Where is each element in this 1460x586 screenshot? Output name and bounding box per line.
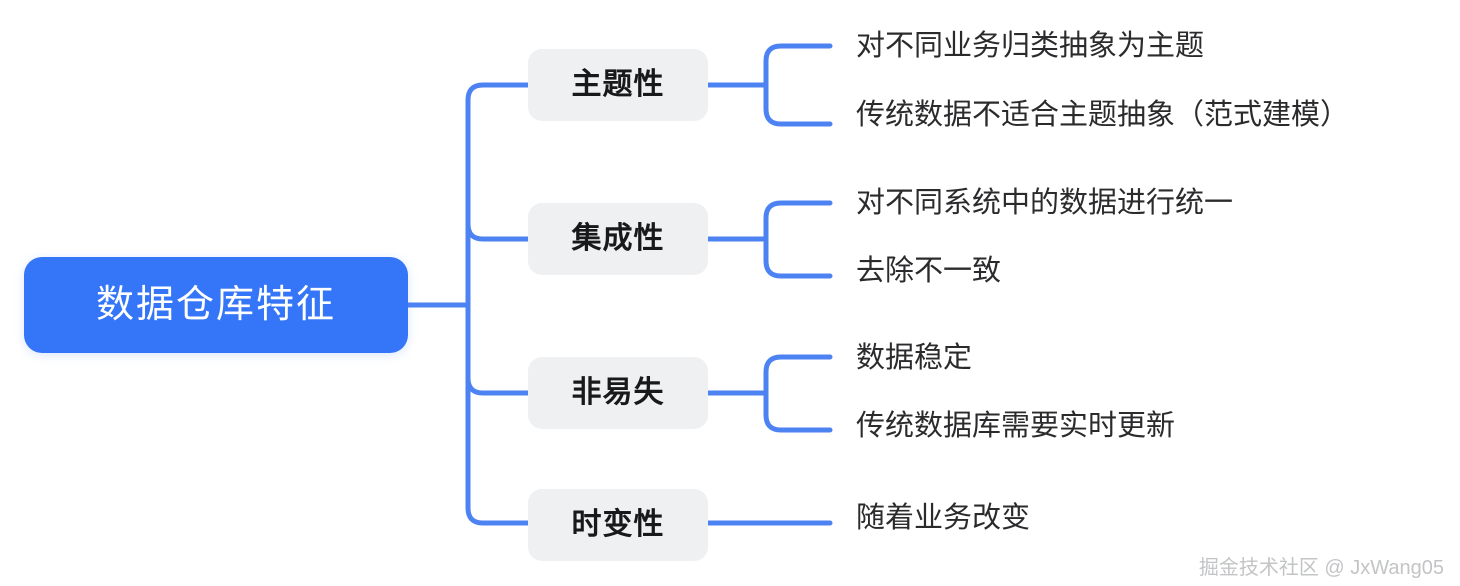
branch-node-3-label: 非易失 (571, 376, 665, 409)
connector-trunk-to-branch-2 (465, 221, 531, 242)
connector-trunk-to-branch-1 (465, 82, 531, 103)
branch-node-4[interactable]: 时变性 (528, 489, 708, 561)
leaf-node-3-1: 数据稳定 (856, 342, 973, 374)
leaf-node-1-2: 传统数据不适合主题抽象（范式建模） (856, 99, 1350, 131)
connector-branch-2-leaf-1 (763, 200, 833, 279)
connector-branch-1-leaf-1 (763, 43, 833, 127)
connector-trunk-to-branch-3 (465, 375, 531, 396)
watermark: 掘金技术社区 @ JxWang05 (1198, 557, 1444, 579)
leaf-node-2-1: 对不同系统中的数据进行统一 (856, 187, 1234, 219)
connector-trunk-to-branch-4 (465, 505, 531, 526)
root-node-label: 数据仓库特征 (95, 284, 336, 326)
connector-branch-3-leaf-1 (763, 354, 833, 433)
leaf-node-2-2: 去除不一致 (856, 255, 1002, 287)
leaf-node-3-2: 传统数据库需要实时更新 (856, 410, 1176, 442)
leaf-node-4-1: 随着业务改变 (856, 502, 1031, 534)
branch-node-1[interactable]: 主题性 (528, 49, 708, 121)
branch-node-2[interactable]: 集成性 (528, 203, 708, 275)
leaf-node-1-1: 对不同业务归类抽象为主题 (856, 30, 1205, 62)
branch-node-1-label: 主题性 (571, 68, 665, 101)
branch-node-3[interactable]: 非易失 (528, 357, 708, 429)
branch-node-4-label: 时变性 (571, 508, 665, 541)
root-node[interactable]: 数据仓库特征 (24, 257, 408, 353)
branch-node-2-label: 集成性 (571, 222, 665, 255)
